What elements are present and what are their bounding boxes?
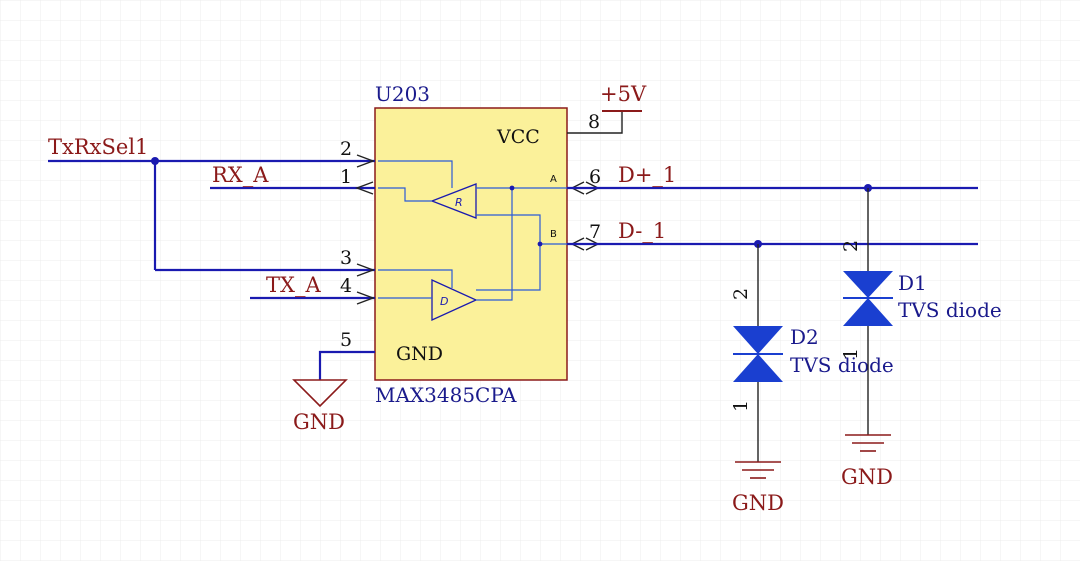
d2-lower-triangle <box>733 354 783 382</box>
internal-node-b <box>537 241 543 247</box>
d1-ground-label: GND <box>841 465 893 489</box>
net-label-dminus: D-_1 <box>618 219 666 243</box>
ic-gnd-label: GND <box>396 343 443 365</box>
ic-a-label: A <box>550 174 557 185</box>
internal-ro <box>378 187 432 202</box>
d2-pin-bottom: 1 <box>730 400 752 412</box>
pin-number-3: 3 <box>340 247 352 269</box>
internal-node-a <box>509 185 515 191</box>
pin-number-4: 4 <box>340 275 352 297</box>
internal-drv-a <box>476 188 513 301</box>
d2-ground-label: GND <box>732 491 784 515</box>
ic-vcc-label: VCC <box>496 126 540 148</box>
internal-re <box>378 160 453 188</box>
pin-number-2: 2 <box>340 138 352 160</box>
pin-number-1: 1 <box>340 166 352 188</box>
pin1-arrow <box>355 181 374 195</box>
internal-de <box>378 269 453 288</box>
d1-value: TVS diode <box>898 298 1002 322</box>
d1-pin-bottom: 1 <box>840 348 862 360</box>
net-label-dplus: D+_1 <box>618 163 676 187</box>
ic-designator: U203 <box>375 82 430 106</box>
ic-part-number: MAX3485CPA <box>375 383 517 407</box>
net-label-txrxsel: TxRxSel1 <box>48 135 148 159</box>
net-label-tx: TX_A <box>266 273 321 297</box>
pin-number-7: 7 <box>589 221 601 243</box>
pin-number-5: 5 <box>340 329 352 351</box>
d2-designator: D2 <box>790 325 819 349</box>
gnd-net <box>318 350 375 380</box>
pin4-arrow <box>356 291 375 305</box>
pin3-arrow <box>356 263 375 277</box>
net-label-rx: RX_A <box>212 163 269 187</box>
receiver-gate-label: R <box>455 196 463 209</box>
pin-number-6: 6 <box>589 166 601 188</box>
ic-ground-symbol: GND <box>292 379 348 434</box>
internal-b <box>476 214 567 245</box>
d2-ground-symbol: GND <box>732 461 784 515</box>
d1-designator: D1 <box>898 271 927 295</box>
driver-gate <box>431 278 478 322</box>
pin2-arrow <box>356 154 375 168</box>
internal-drv-b <box>476 244 541 291</box>
driver-gate-label: D <box>440 295 448 308</box>
d2-value: TVS diode <box>790 353 894 377</box>
receiver-gate <box>430 183 477 219</box>
d2-upper-triangle <box>733 326 783 354</box>
d1-lower-triangle <box>843 298 893 326</box>
vcc-supply-label: +5V <box>600 82 647 106</box>
d1-pin-top: 2 <box>840 240 862 252</box>
d1-upper-triangle <box>843 271 893 298</box>
ic-body[interactable] <box>374 107 568 381</box>
ic-b-label: B <box>550 229 557 240</box>
d2-pin-top: 2 <box>730 288 752 300</box>
pin8-line <box>567 111 623 134</box>
ic-ground-label: GND <box>293 410 345 434</box>
pin-number-8: 8 <box>588 111 600 133</box>
d1-ground-symbol: GND <box>841 434 893 489</box>
